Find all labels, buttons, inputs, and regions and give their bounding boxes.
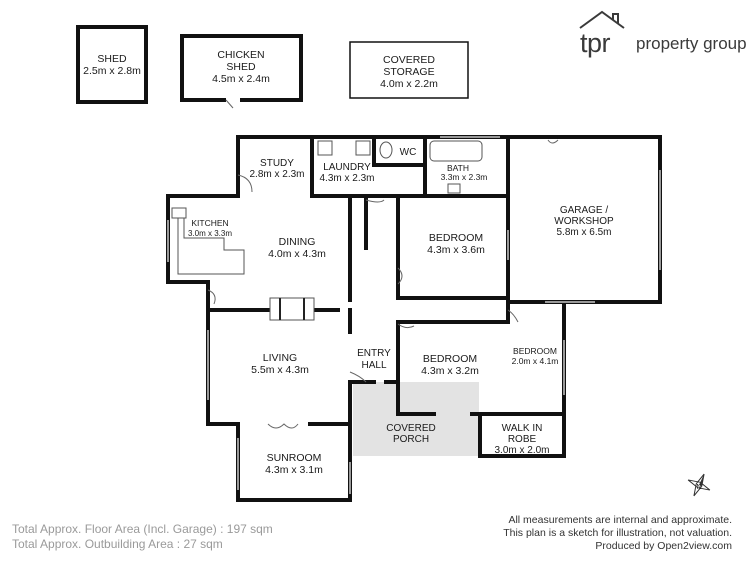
covered-storage-label-2: STORAGE: [383, 66, 434, 78]
laundry-dims: 4.3m x 2.3m: [319, 173, 374, 184]
laundry-label: LAUNDRY: [323, 162, 371, 173]
bedroom-3-dims: 2.0m x 4.1m: [512, 356, 559, 366]
brand-logo-text: tpr: [580, 28, 611, 58]
bedroom-2-label: BEDROOM: [423, 353, 477, 365]
shed-outline: [76, 25, 148, 104]
compass-icon: N: [687, 473, 711, 497]
bath-label: BATH: [447, 163, 469, 173]
entry-hall-label-1: ENTRY: [357, 348, 391, 359]
bath-dims: 3.3m x 2.3m: [441, 172, 488, 182]
floor-area-text: Total Approx. Floor Area (Incl. Garage) …: [12, 522, 273, 536]
garage-dims: 5.8m x 6.5m: [556, 227, 611, 238]
covered-porch-label-1: COVERED: [386, 423, 435, 434]
disclaimer-line-2: This plan is a sketch for illustration, …: [503, 527, 732, 539]
study-dims: 2.8m x 2.3m: [249, 169, 304, 180]
wc-label: WC: [400, 147, 417, 158]
bedroom-1-dims: 4.3m x 3.6m: [427, 244, 485, 256]
sunroom-dims: 4.3m x 3.1m: [265, 464, 323, 476]
chicken-shed-label-2: SHED: [226, 61, 256, 73]
windows: [167, 136, 661, 494]
walk-in-robe-label-1: WALK IN: [502, 423, 543, 434]
disclaimer-line-3: Produced by Open2view.com: [595, 540, 732, 552]
doors: [207, 139, 559, 429]
dining-dims: 4.0m x 4.3m: [268, 248, 326, 260]
bedroom-2-dims: 4.3m x 3.2m: [421, 365, 479, 377]
living-dims: 5.5m x 4.3m: [251, 364, 309, 376]
covered-storage-outline: [349, 41, 469, 99]
garage-label-2: WORKSHOP: [554, 216, 614, 227]
walk-in-robe-dims: 3.0m x 2.0m: [494, 445, 549, 456]
chicken-shed-outline: [180, 34, 303, 109]
covered-storage-dims: 4.0m x 2.2m: [380, 78, 438, 90]
brand-name: property group: [636, 34, 747, 53]
covered-porch-label-2: PORCH: [393, 434, 429, 445]
chicken-shed-label-1: CHICKEN: [217, 49, 264, 61]
walk-in-robe-label-2: ROBE: [508, 434, 537, 445]
bedroom-3-label: BEDROOM: [513, 346, 557, 356]
entry-hall-label-2: HALL: [361, 360, 386, 371]
study-label: STUDY: [260, 158, 294, 169]
chicken-shed-dims: 4.5m x 2.4m: [212, 73, 270, 85]
kitchen-dims: 3.0m x 3.3m: [188, 229, 232, 238]
fixtures: [171, 140, 483, 321]
brand-logo: tpr property group: [578, 8, 747, 58]
sunroom-label: SUNROOM: [267, 452, 322, 464]
garage-label-1: GARAGE /: [560, 205, 609, 216]
living-label: LIVING: [263, 352, 297, 364]
bedroom-1-label: BEDROOM: [429, 232, 483, 244]
covered-porch-area: [353, 382, 479, 456]
covered-storage-label-1: COVERED: [383, 54, 435, 66]
shed-dims: 2.5m x 2.8m: [83, 65, 141, 77]
disclaimer-line-1: All measurements are internal and approx…: [508, 514, 732, 526]
roof-icon: [579, 10, 625, 29]
outbuilding-area-text: Total Approx. Outbuilding Area : 27 sqm: [12, 537, 223, 551]
kitchen-label: KITCHEN: [191, 218, 228, 228]
compass-north-label: N: [696, 484, 701, 491]
shed-label: SHED: [97, 53, 127, 65]
dining-label: DINING: [279, 236, 316, 248]
